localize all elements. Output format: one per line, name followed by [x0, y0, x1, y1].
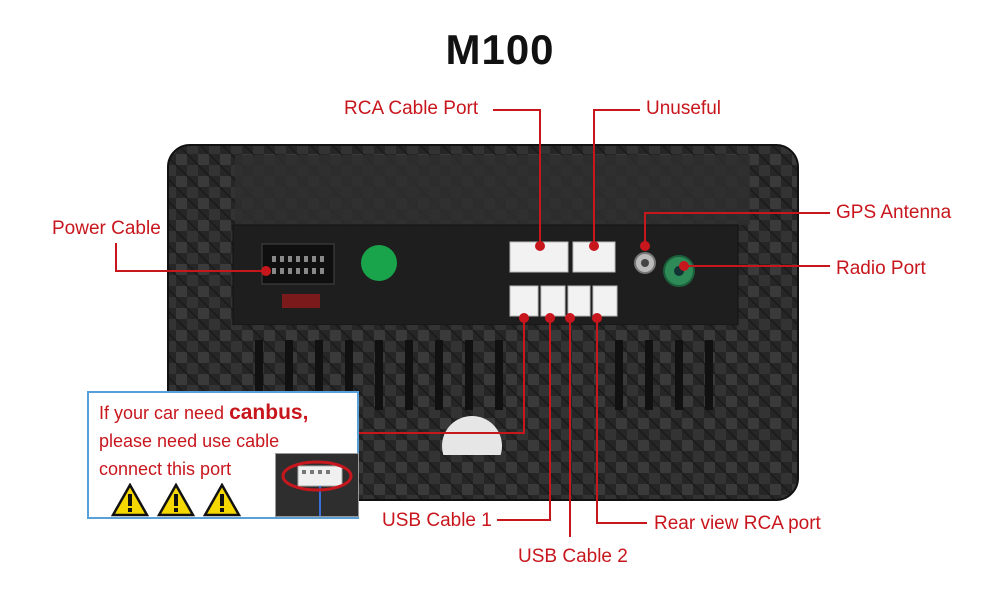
note-line1-bold: canbus,: [229, 401, 309, 424]
note-line1-prefix: If your car need: [99, 403, 230, 423]
canbus-note-text: If your car need canbus, please need use…: [99, 399, 349, 483]
warning-icon: [203, 483, 241, 517]
note-line2: please need use cable: [99, 431, 280, 451]
callout-lines: [115, 109, 830, 537]
label-power-cable: Power Cable: [52, 218, 161, 239]
label-rear-view-rca-port: Rear view RCA port: [654, 513, 821, 534]
note-line3: connect this port: [99, 459, 232, 479]
page-title: M100: [445, 26, 555, 73]
label-rca-cable-port: RCA Cable Port: [344, 98, 479, 119]
canbus-note: If your car need canbus, please need use…: [87, 391, 359, 519]
label-gps-antenna: GPS Antenna: [836, 202, 952, 223]
label-radio-port: Radio Port: [836, 258, 926, 279]
label-usb-cable-2: USB Cable 2: [518, 546, 628, 567]
warning-icon: [111, 483, 149, 517]
label-usb-cable-1: USB Cable 1: [382, 510, 492, 531]
warning-icon: [157, 483, 195, 517]
canbus-port-thumbnail: [275, 453, 359, 517]
label-unuseful: Unuseful: [646, 98, 721, 119]
